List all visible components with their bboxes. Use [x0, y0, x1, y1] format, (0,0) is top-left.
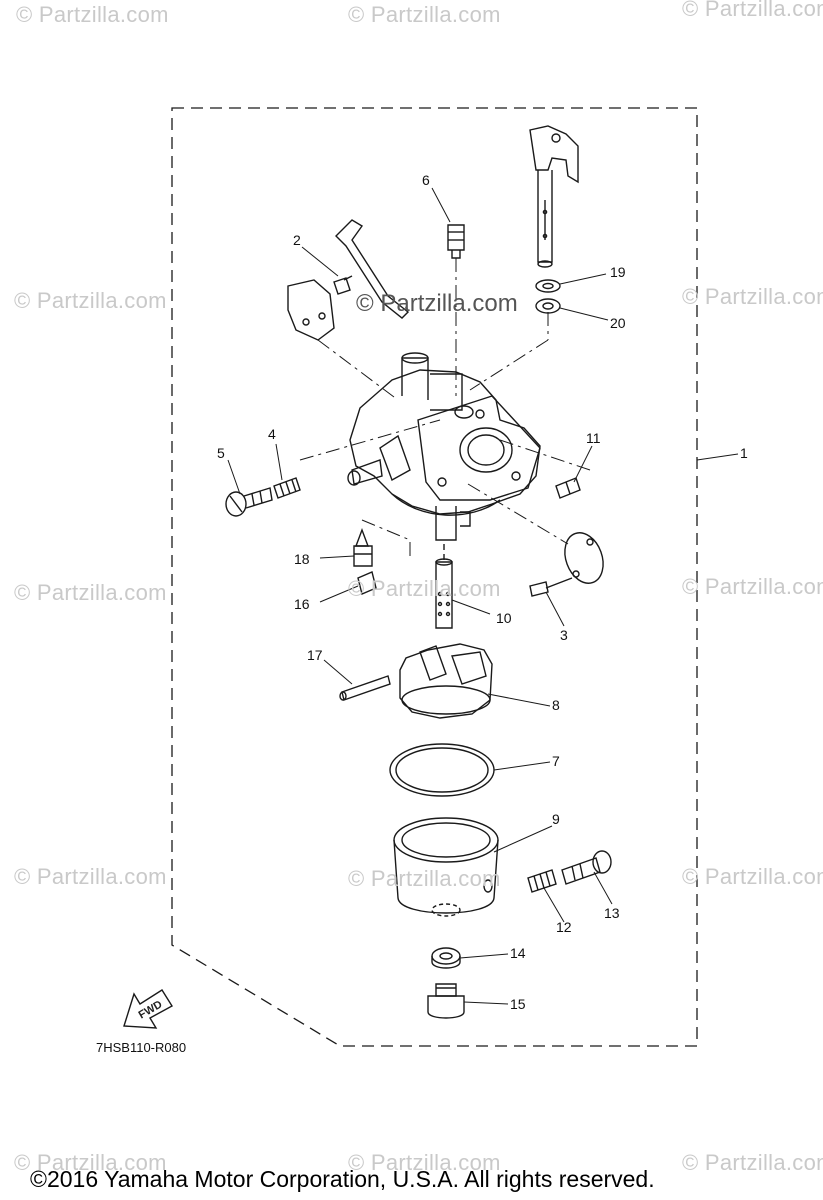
callout-17: 17 — [307, 647, 323, 663]
watermark: © Partzilla.com — [348, 576, 501, 601]
callout-11: 11 — [586, 430, 601, 446]
callout-14: 14 — [510, 945, 526, 961]
watermark: © Partzilla.com — [682, 1150, 823, 1175]
choke-plate — [287, 279, 335, 341]
watermark: © Partzilla.com — [14, 1150, 167, 1175]
main-nozzle-10 — [435, 544, 453, 629]
screw-6 — [447, 224, 465, 259]
watermark: © Partzilla.com — [14, 288, 167, 313]
fwd-arrow-icon — [123, 989, 173, 1029]
center-watermark: © Partzilla.com — [356, 290, 518, 317]
spring-12 — [527, 869, 557, 893]
screw-11 — [555, 477, 581, 499]
watermark: © Partzilla.com — [348, 2, 501, 27]
screw-3 — [529, 577, 573, 597]
watermark: © Partzilla.com — [682, 574, 823, 599]
screw-2 — [333, 275, 353, 295]
callout-13: 13 — [604, 905, 620, 921]
watermark: © Partzilla.com — [14, 864, 167, 889]
callout-5: 5 — [217, 445, 225, 461]
copyright-notice: ©2016 Yamaha Motor Corporation, U.S.A. A… — [30, 1166, 655, 1192]
callout-7: 7 — [552, 753, 560, 769]
washer-20 — [535, 298, 561, 314]
watermark: © Partzilla.com — [14, 580, 167, 605]
callout-19: 19 — [610, 264, 626, 280]
assembly-boundary — [171, 107, 698, 1047]
pilot-screw-5 — [225, 487, 273, 517]
float-8 — [399, 643, 493, 719]
clip-16 — [357, 571, 377, 595]
choke-lever — [335, 219, 410, 319]
needle-valve-18 — [353, 528, 373, 567]
screw-13 — [561, 850, 612, 885]
drawing-code: 7HSB110-R080 — [96, 1040, 187, 1055]
washer-19 — [535, 279, 561, 293]
callout-10: 10 — [496, 610, 512, 626]
callout-20: 20 — [610, 315, 626, 331]
callout-3: 3 — [560, 627, 568, 643]
callout-2: 2 — [293, 232, 301, 248]
watermark: © Partzilla.com — [348, 1150, 501, 1175]
callout-16: 16 — [294, 596, 310, 612]
carburetor-body — [347, 352, 541, 541]
callout-18: 18 — [294, 551, 310, 567]
drain-bolt-15 — [427, 983, 465, 1019]
callout-8: 8 — [552, 697, 560, 713]
callout-15: 15 — [510, 996, 526, 1012]
watermark: © Partzilla.com — [682, 864, 823, 889]
callout-1: 1 — [740, 445, 748, 461]
watermark: © Partzilla.com — [682, 284, 823, 309]
callout-9: 9 — [552, 811, 560, 827]
float-bowl-9 — [393, 817, 499, 917]
throttle-shaft — [529, 125, 579, 268]
callout-12: 12 — [556, 919, 572, 935]
watermark: © Partzilla.com — [682, 0, 823, 21]
gasket-7 — [389, 743, 495, 797]
throttle-plate — [564, 532, 604, 584]
watermark: © Partzilla.com — [16, 2, 169, 27]
washer-14 — [431, 947, 461, 969]
watermark: © Partzilla.com — [348, 866, 501, 891]
callout-6: 6 — [422, 172, 430, 188]
spring-4 — [273, 477, 301, 499]
callout-4: 4 — [268, 426, 276, 442]
float-pin-17 — [339, 675, 391, 701]
